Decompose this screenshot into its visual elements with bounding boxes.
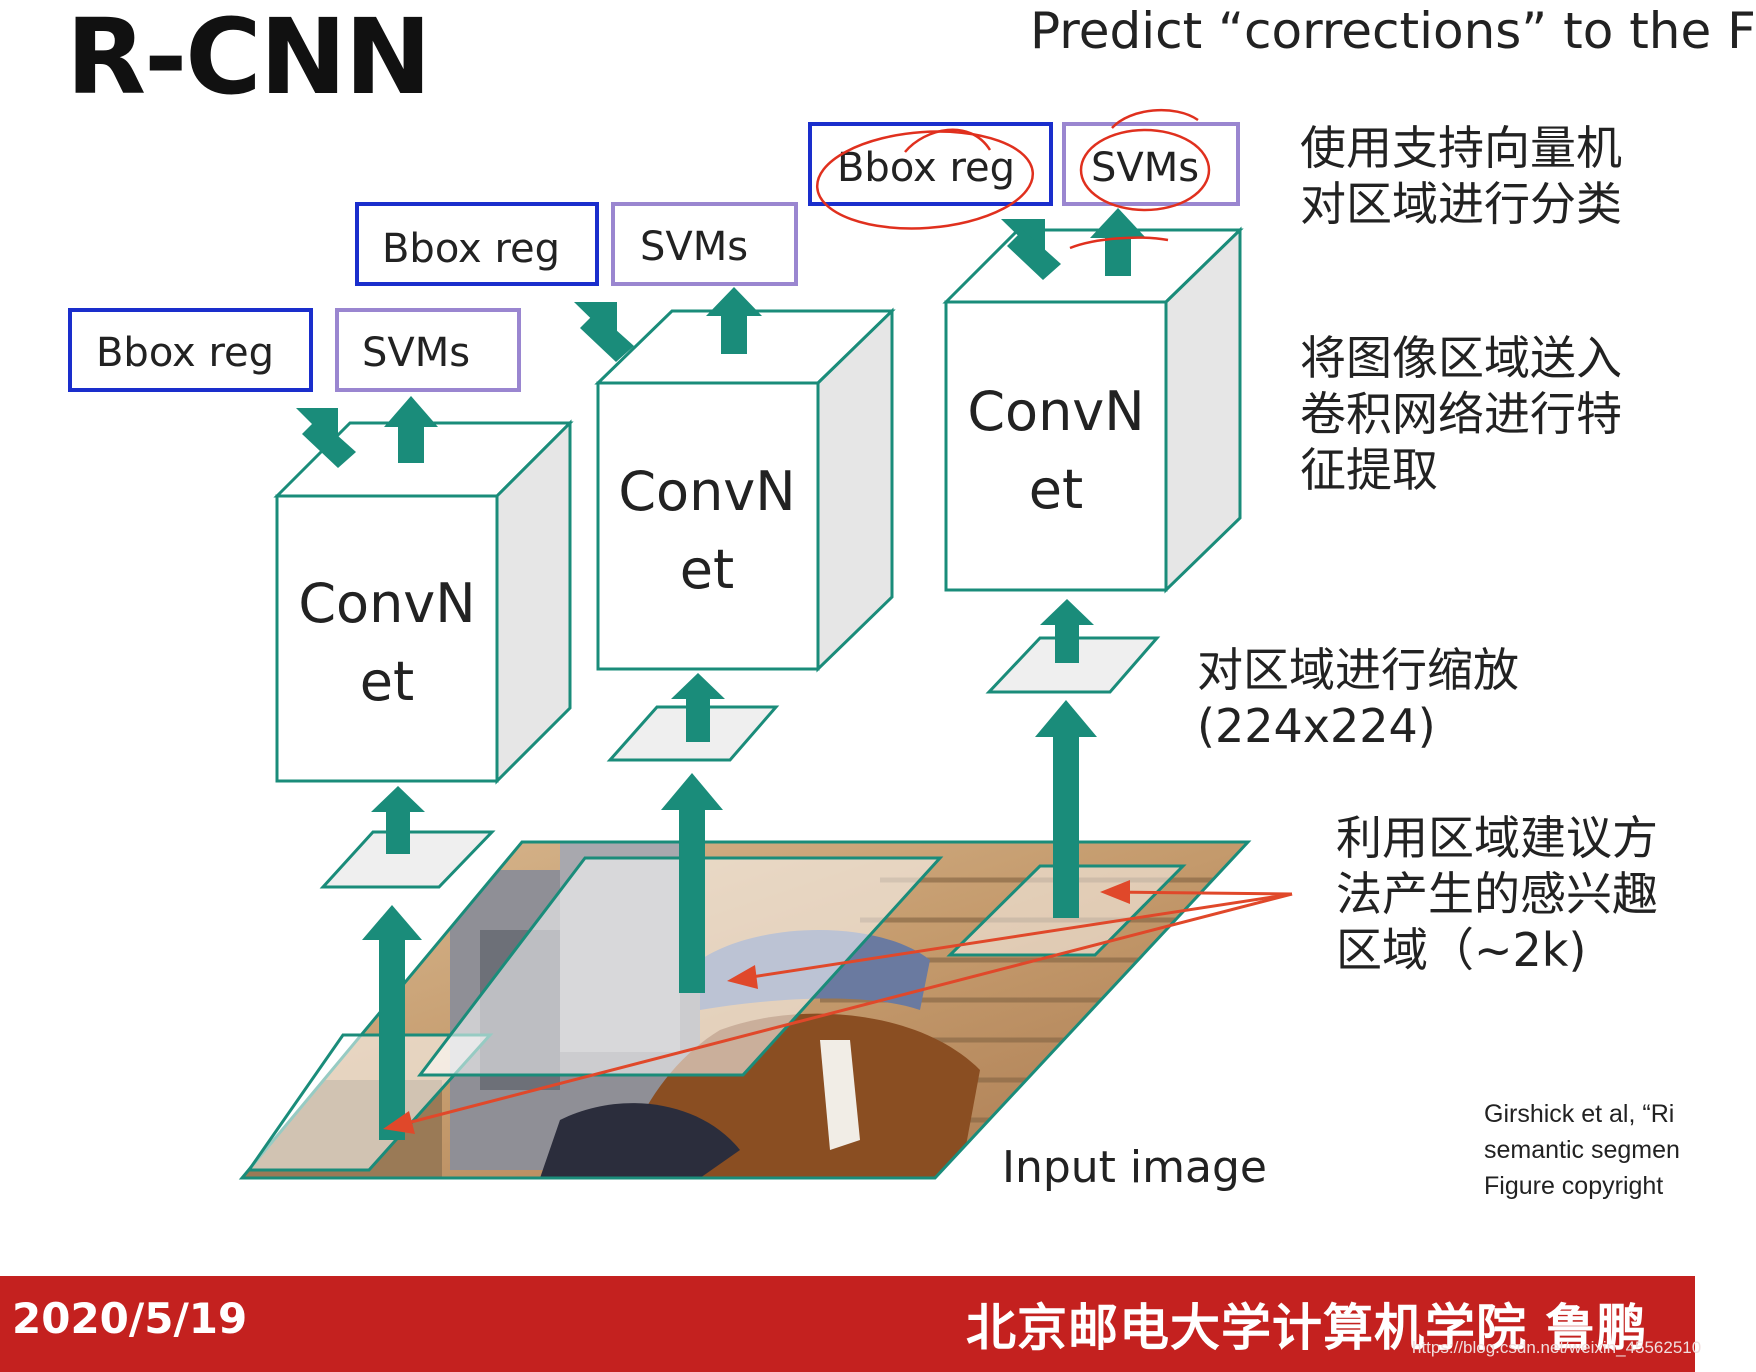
slide-title: R-CNN: [66, 0, 432, 118]
bbox-reg-box-1: [68, 308, 313, 392]
convnet-label-3-line1: ConvN: [967, 380, 1144, 443]
warped-region-3: [985, 636, 1161, 694]
arrow-region-to-warp: [362, 700, 1097, 1140]
watermark: https://blog.csdn.net/weixin_45562510: [1412, 1338, 1702, 1357]
convnet-label-3-line2: et: [1029, 458, 1083, 521]
convnet-label-1-line1: ConvN: [298, 572, 475, 635]
bbox-reg-box-2: [355, 202, 599, 286]
note-region-proposal: 利用区域建议方 法产生的感兴趣 区域（~2k): [1336, 811, 1658, 977]
proposal-pointer-lines: [383, 880, 1293, 1134]
svm-box-1: [335, 308, 521, 392]
convnet-block-2: [594, 307, 896, 673]
note-feature-extraction: 将图像区域送入 卷积网络进行特 征提取: [1300, 331, 1622, 497]
convnet-label-2-line2: et: [680, 538, 734, 601]
note-classify: 使用支持向量机 对区域进行分类: [1300, 121, 1622, 231]
svm-label-1: SVMs: [362, 330, 470, 376]
bbox-reg-label-1: Bbox reg: [96, 330, 274, 376]
convnet-label-1-line2: et: [360, 650, 414, 713]
input-image-label: Input image: [1002, 1142, 1267, 1193]
handwritten-annotations: [815, 108, 1211, 250]
rcnn-diagram: Bbox reg SVMs Bbox reg SVMs Bbox reg SVM…: [68, 108, 1293, 1180]
svm-label-3: SVMs: [1091, 145, 1199, 191]
bbox-reg-box-3: [808, 122, 1053, 206]
slide-subtitle: Predict “corrections” to the F: [1030, 2, 1756, 60]
bbox-reg-label-2: Bbox reg: [382, 226, 560, 272]
convnet-label-2-line1: ConvN: [618, 460, 795, 523]
convnet-block-3: [942, 226, 1244, 594]
citation: Girshick et al, “Ri semantic segmen Figu…: [1484, 1100, 1680, 1200]
svm-box-2: [611, 202, 798, 286]
arrow-warp-to-convnet: [371, 599, 1094, 854]
footer-date: 2020/5/19: [12, 1294, 248, 1343]
footer-institution: 北京邮电大学计算机学院 鲁鹏: [966, 1299, 1648, 1357]
svm-label-2: SVMs: [640, 224, 748, 270]
warped-region-1: [319, 830, 496, 889]
bbox-reg-label-3: Bbox reg: [837, 145, 1015, 191]
footer-bar: 2020/5/19 北京邮电大学计算机学院 鲁鹏 https://blog.cs…: [0, 1276, 1701, 1372]
note-warp: 对区域进行缩放 (224x224): [1197, 643, 1519, 753]
arrow-convnet-to-heads: [296, 208, 1146, 468]
